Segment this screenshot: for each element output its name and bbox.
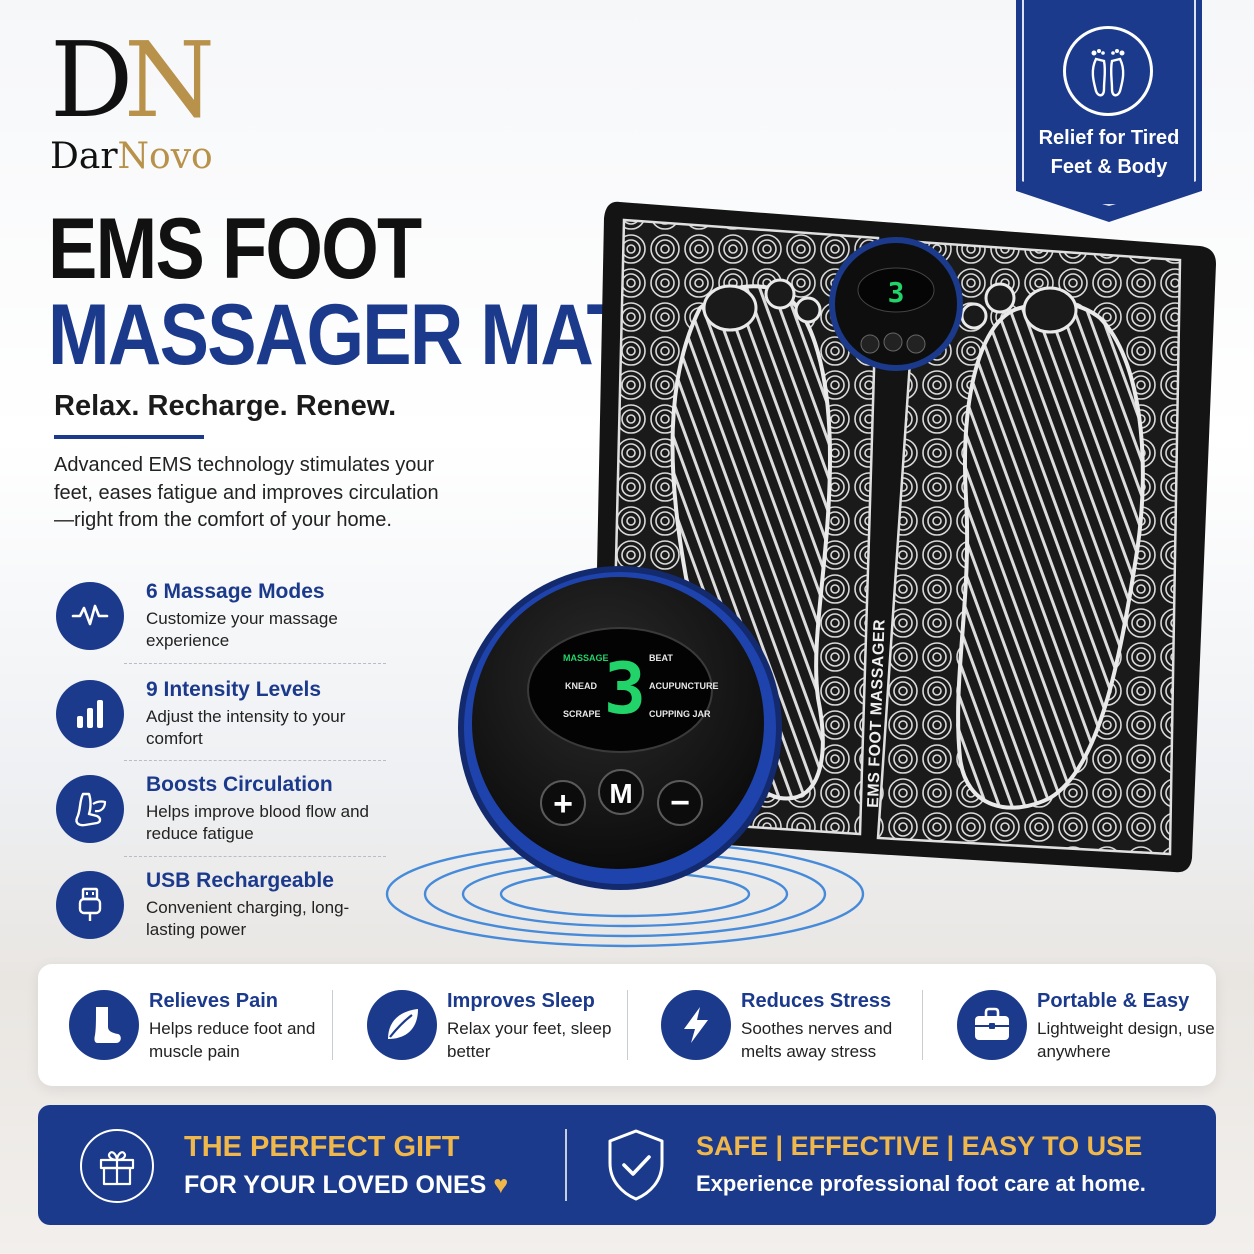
brand-name-part1: Dar — [50, 136, 118, 177]
benefit-title: Improves Sleep — [447, 990, 595, 1012]
brand-name-part2: Novo — [117, 136, 213, 177]
benefit-reduces-stress: Reduces Stress Soothes nerves and melts … — [661, 988, 931, 1064]
intro-text: Advanced EMS technology stimulates your … — [54, 454, 439, 531]
feature-title: 6 Massage Modes — [146, 580, 325, 603]
feature-title: 9 Intensity Levels — [146, 678, 322, 701]
feature-usb: USB Rechargeable Convenient charging, lo… — [56, 869, 386, 959]
mode-label-massage: MASSAGE — [563, 653, 609, 663]
mode-label-acupuncture: ACUPUNCTURE — [649, 681, 719, 691]
divider — [332, 990, 333, 1060]
benefit-desc: Soothes nerves and melts away stress — [741, 1019, 893, 1061]
mode-label-knead: KNEAD — [565, 681, 598, 691]
mode-label-beat: BEAT — [649, 653, 673, 663]
monogram-d: D — [50, 19, 134, 141]
divider — [124, 760, 386, 761]
lightning-icon — [661, 990, 731, 1060]
gift-subline-text: FOR YOUR LOVED ONES — [184, 1171, 487, 1199]
svg-text:−: − — [670, 784, 690, 822]
feature-title: Boosts Circulation — [146, 773, 333, 796]
minus-button[interactable]: − — [657, 780, 703, 826]
benefit-relieves-pain: Relieves Pain Helps reduce foot and musc… — [69, 988, 339, 1064]
benefit-title: Portable & Easy — [1037, 990, 1190, 1012]
tagline-underline — [54, 435, 204, 439]
svg-text:M: M — [609, 778, 632, 809]
plus-button[interactable]: + — [540, 780, 586, 826]
feature-desc: Customize your massage experience — [146, 609, 338, 650]
foot-icon — [69, 990, 139, 1060]
badge-text: Relief for Tired Feet & Body — [1038, 127, 1180, 178]
feature-circulation: Boosts Circulation Helps improve blood f… — [56, 773, 386, 863]
divider — [124, 663, 386, 664]
divider — [124, 856, 386, 857]
divider — [627, 990, 628, 1060]
benefits-row: Relieves Pain Helps reduce foot and musc… — [38, 964, 1216, 1086]
usb-plug-icon — [56, 871, 124, 939]
divider — [565, 1129, 567, 1201]
bottom-banner: THE PERFECT GIFT FOR YOUR LOVED ONES ♥ S… — [38, 1105, 1216, 1225]
mode-button[interactable]: M — [598, 769, 644, 815]
brand-monogram: D N — [50, 28, 225, 136]
relief-badge: Relief for Tired Feet & Body — [1016, 0, 1202, 222]
intensity-digit: 3 — [604, 648, 646, 730]
benefit-portable: Portable & Easy Lightweight design, use … — [957, 988, 1227, 1064]
brand-name: DarNovo — [50, 136, 213, 177]
mode-label-cupping: CUPPING JAR — [649, 709, 711, 719]
feature-desc: Adjust the intensity to your comfort — [146, 707, 346, 748]
feature-title: USB Rechargeable — [146, 869, 334, 892]
ems-controller: MASSAGE KNEAD SCRAPE BEAT ACUPUNCTURE CU… — [458, 566, 782, 890]
tagline: Relax. Recharge. Renew. — [54, 390, 397, 422]
briefcase-icon — [957, 990, 1027, 1060]
benefit-improves-sleep: Improves Sleep Relax your feet, sleep be… — [367, 988, 637, 1064]
mat-display-digit: 3 — [888, 276, 905, 309]
gift-headline: THE PERFECT GIFT — [184, 1131, 460, 1163]
safe-subline: Experience professional foot care at hom… — [696, 1171, 1146, 1196]
shield-check-icon — [604, 1127, 668, 1203]
svg-text:+: + — [553, 785, 573, 823]
headline-line1: EMS FOOT — [48, 201, 422, 297]
feature-desc: Helps improve blood flow and reduce fati… — [146, 802, 370, 843]
benefit-title: Reduces Stress — [741, 990, 892, 1012]
safe-headline: SAFE | EFFECTIVE | EASY TO USE — [696, 1131, 1143, 1161]
leaf-icon — [367, 990, 437, 1060]
gift-subline: FOR YOUR LOVED ONES ♥ — [184, 1171, 508, 1200]
gift-icon — [80, 1129, 154, 1203]
feet-icon — [1063, 26, 1153, 116]
bar-levels-icon — [56, 680, 124, 748]
heart-icon: ♥ — [493, 1171, 509, 1199]
benefit-title: Relieves Pain — [149, 990, 278, 1012]
feature-desc: Convenient charging, long-lasting power — [146, 898, 350, 939]
feature-intensity-levels: 9 Intensity Levels Adjust the intensity … — [56, 678, 386, 768]
benefit-desc: Lightweight design, use anywhere — [1037, 1019, 1215, 1061]
mode-label-scrape: SCRAPE — [563, 709, 601, 719]
wave-pulse-icon — [56, 582, 124, 650]
foot-leaf-icon — [56, 775, 124, 843]
feature-massage-modes: 6 Massage Modes Customize your massage e… — [56, 580, 386, 670]
headline-line2: MASSAGER MAT — [48, 287, 632, 383]
benefit-desc: Relax your feet, sleep better — [447, 1019, 612, 1061]
divider — [922, 990, 923, 1060]
mat-label: EMS FOOT MASSAGER — [865, 619, 889, 808]
benefit-desc: Helps reduce foot and muscle pain — [149, 1019, 316, 1061]
monogram-n: N — [124, 19, 215, 141]
